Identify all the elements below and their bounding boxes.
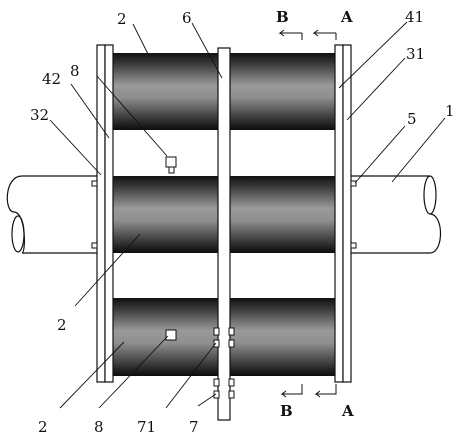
clamp-71 (213, 327, 235, 348)
sensor-bottom (165, 329, 177, 341)
sensor-top (165, 156, 177, 174)
section-arrows (278, 29, 337, 398)
left-inner-plate (104, 44, 114, 383)
label-A-bottom: A (341, 402, 354, 420)
label-5: 5 (407, 110, 417, 128)
center-plate (217, 47, 231, 421)
label-32: 32 (30, 106, 49, 124)
clamp-7 (213, 378, 235, 399)
leader-lines (49, 21, 446, 409)
label-71: 71 (137, 418, 156, 436)
label-2-bottom: 2 (38, 418, 48, 436)
label-31: 31 (406, 45, 425, 63)
label-7: 7 (189, 418, 199, 436)
label-6: 6 (182, 9, 192, 27)
label-8-top: 8 (70, 62, 80, 80)
label-2-top: 2 (117, 10, 127, 28)
right-inner-plate (334, 44, 344, 383)
right-outer-plate (342, 44, 352, 383)
label-8-bottom: 8 (94, 418, 104, 436)
label-41: 41 (405, 8, 424, 26)
label-B-top: B (276, 8, 289, 26)
label-A-top: A (340, 8, 353, 26)
label-B-bottom: B (280, 402, 293, 420)
left-outer-plate (96, 44, 106, 383)
label-2-middle: 2 (57, 316, 67, 334)
label-1: 1 (445, 102, 455, 120)
main-shaft (6, 175, 441, 254)
fasteners (91, 180, 357, 249)
label-42: 42 (42, 70, 61, 88)
